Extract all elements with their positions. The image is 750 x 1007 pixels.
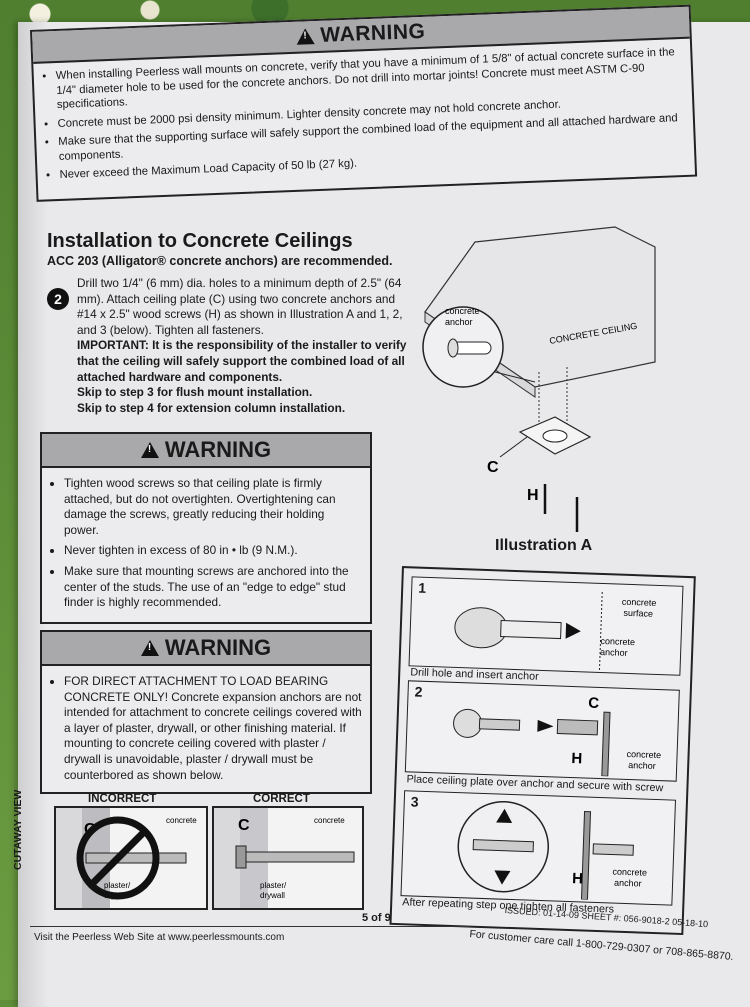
incorrect-label: INCORRECT — [88, 793, 157, 805]
warning-box-middle: WARNING Tighten wood screws so that ceil… — [40, 432, 372, 624]
warning-list: Tighten wood screws so that ceiling plat… — [42, 476, 370, 611]
arrow-up-icon — [496, 808, 513, 823]
inc-concrete: concrete — [166, 816, 197, 825]
step-important: IMPORTANT: It is the responsibility of t… — [77, 338, 407, 384]
s3-anchor-2: anchor — [614, 878, 642, 889]
warning-item: Make sure that mounting screws are ancho… — [64, 564, 362, 611]
website-note: Visit the Peerless Web Site at www.peerl… — [34, 932, 285, 943]
warning-title: WARNING — [164, 635, 272, 660]
s2-anchor-1: concrete — [626, 749, 661, 760]
warning-header: WARNING — [42, 434, 370, 468]
section-title: Installation to Concrete Ceilings — [47, 230, 353, 252]
footer-divider — [30, 926, 470, 927]
step-3-drawing: H concrete anchor — [457, 800, 647, 901]
step-2-drawing: C H concrete anchor — [453, 695, 661, 777]
step-panel-3: 3 H concrete anchor — [400, 790, 677, 906]
anchor-label-2: anchor — [445, 317, 473, 327]
screw-h-label: H — [527, 487, 539, 504]
anchor-label-1: concrete — [445, 306, 480, 316]
step-2-number: 2 — [414, 683, 423, 700]
steps-illustration-box: 1 concrete surface concrete anchor Drill… — [389, 566, 696, 936]
warning-box-top: WARNING When installing Peerless wall mo… — [30, 4, 698, 202]
s1-surface-2: surface — [623, 608, 653, 619]
cutaway-view-label: CUTAWAY VIEW — [12, 789, 24, 870]
cor-concrete: concrete — [314, 816, 345, 825]
illustration-a-drawing: CONCRETE CEILING concrete anchor C H — [422, 226, 656, 532]
warning-item: FOR DIRECT ATTACHMENT TO LOAD BEARING CO… — [64, 674, 362, 783]
cor-c: C — [238, 817, 250, 834]
correct-label: CORRECT — [253, 793, 310, 805]
s1-anchor-2: anchor — [600, 647, 628, 658]
warning-item: Never tighten in excess of 80 in • lb (9… — [64, 543, 362, 559]
s2-h: H — [571, 750, 582, 767]
step-body: Drill two 1/4" (6 mm) dia. holes to a mi… — [77, 276, 403, 337]
step-3-number: 3 — [410, 793, 419, 810]
section-subtitle: ACC 203 (Alligator® concrete anchors) ar… — [47, 254, 393, 268]
skip-step-3: Skip to step 3 for flush mount installat… — [77, 385, 313, 400]
incorrect-diagram: C concrete plaster/ drywall — [54, 806, 208, 910]
warning-header: WARNING — [42, 632, 370, 666]
step-instructions: Drill two 1/4" (6 mm) dia. holes to a mi… — [77, 276, 417, 416]
step-panel-1: 1 concrete surface concrete anchor — [408, 576, 684, 676]
warning-icon — [140, 442, 159, 458]
s2-anchor-2: anchor — [628, 760, 656, 771]
warning-item: Tighten wood screws so that ceiling plat… — [64, 476, 362, 538]
warning-icon — [140, 640, 159, 656]
warning-title: WARNING — [319, 19, 426, 47]
s1-surface-1: concrete — [622, 597, 657, 608]
warning-list: FOR DIRECT ATTACHMENT TO LOAD BEARING CO… — [42, 674, 370, 783]
cor-plaster: plaster/ — [260, 881, 287, 890]
arrow-down-icon — [494, 870, 511, 885]
page-number: 5 of 9 — [362, 912, 391, 924]
skip-step-4: Skip to step 4 for extension column inst… — [77, 400, 346, 415]
plate-c-label: C — [487, 459, 499, 476]
cor-drywall: drywall — [260, 891, 285, 900]
prohibited-icon — [76, 816, 160, 900]
s3-h: H — [572, 870, 583, 887]
step-1-drawing: concrete surface concrete anchor — [454, 591, 657, 670]
s3-anchor-1: concrete — [612, 867, 647, 878]
step-1-number: 1 — [417, 579, 427, 596]
inc-plaster: plaster/ — [104, 881, 131, 890]
step-number-badge: 2 — [47, 288, 69, 310]
s2-c: C — [588, 695, 600, 712]
s1-anchor-1: concrete — [600, 636, 635, 647]
correct-diagram: C concrete plaster/ drywall — [212, 806, 364, 910]
warning-icon — [296, 28, 315, 45]
warning-box-bottom: WARNING FOR DIRECT ATTACHMENT TO LOAD BE… — [40, 630, 372, 794]
step-panel-2: 2 C H concrete anchor — [404, 680, 680, 782]
warning-list: When installing Peerless wall mounts on … — [34, 45, 695, 184]
warning-title: WARNING — [164, 437, 272, 462]
illustration-a-title: Illustration A — [495, 537, 593, 554]
